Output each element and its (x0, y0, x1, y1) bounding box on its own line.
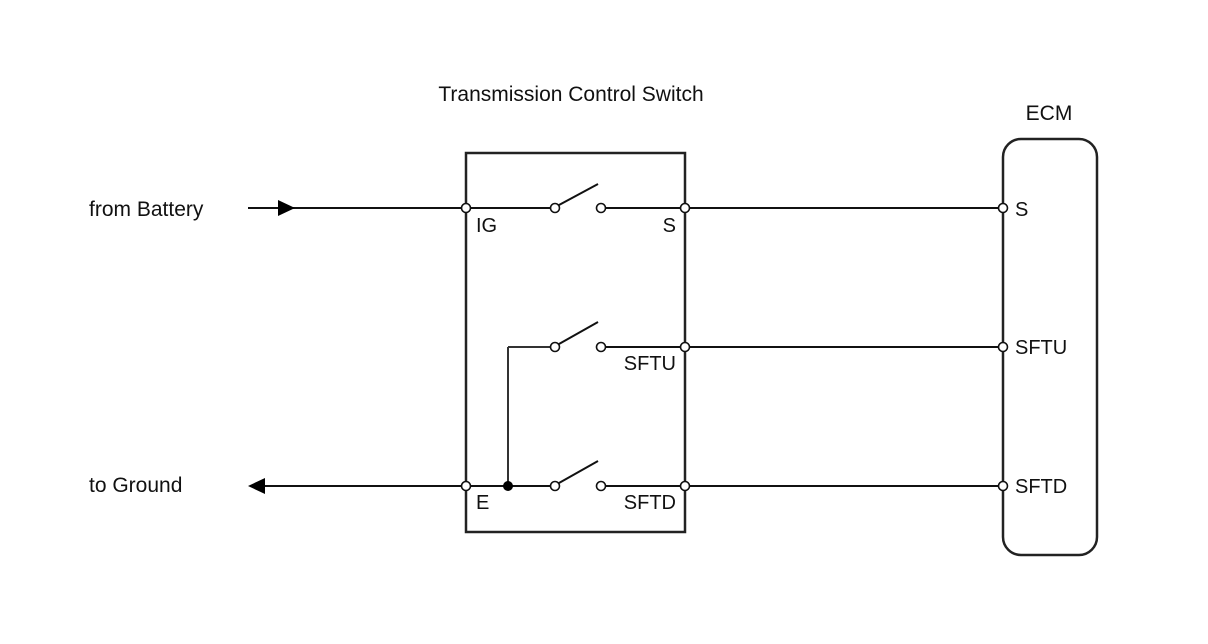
sftd-switch-blade (558, 460, 599, 484)
ig-terminal (460, 202, 472, 214)
sftu-terminal-label: SFTU (624, 353, 676, 375)
ig-switch-contact-b (595, 202, 607, 214)
ground-arrow-icon (248, 478, 265, 494)
ig-switch-blade (558, 183, 599, 206)
ecm-s-terminal (997, 202, 1009, 214)
sftu-switch-blade (558, 321, 599, 345)
sftd-terminal-label: SFTD (624, 492, 676, 514)
ecm-sftu-terminal (997, 341, 1009, 353)
e-terminal-label: E (476, 492, 489, 514)
ecm-sftu-label: SFTU (1015, 337, 1067, 359)
sftu-terminal (679, 341, 691, 353)
to-ground-label: to Ground (89, 474, 182, 497)
ig-terminal-label: IG (476, 215, 497, 237)
junction-dot (503, 481, 513, 491)
s-terminal-label: S (663, 215, 676, 237)
ecm-s-label: S (1015, 199, 1028, 221)
s-terminal (679, 202, 691, 214)
from-battery-label: from Battery (89, 198, 204, 221)
sftu-switch-contact-b (595, 341, 607, 353)
switch-box (464, 151, 687, 534)
ecm-sftd-label: SFTD (1015, 476, 1067, 498)
e-terminal (460, 480, 472, 492)
switch-title: Transmission Control Switch (438, 83, 703, 106)
ecm-title: ECM (1026, 102, 1073, 125)
sftd-switch-contact-b (595, 480, 607, 492)
ig-switch-contact-a (549, 202, 561, 214)
sftd-switch-contact-a (549, 480, 561, 492)
sftu-switch-contact-a (549, 341, 561, 353)
ecm-sftd-terminal (997, 480, 1009, 492)
battery-arrow-icon (278, 200, 295, 216)
sftd-terminal (679, 480, 691, 492)
